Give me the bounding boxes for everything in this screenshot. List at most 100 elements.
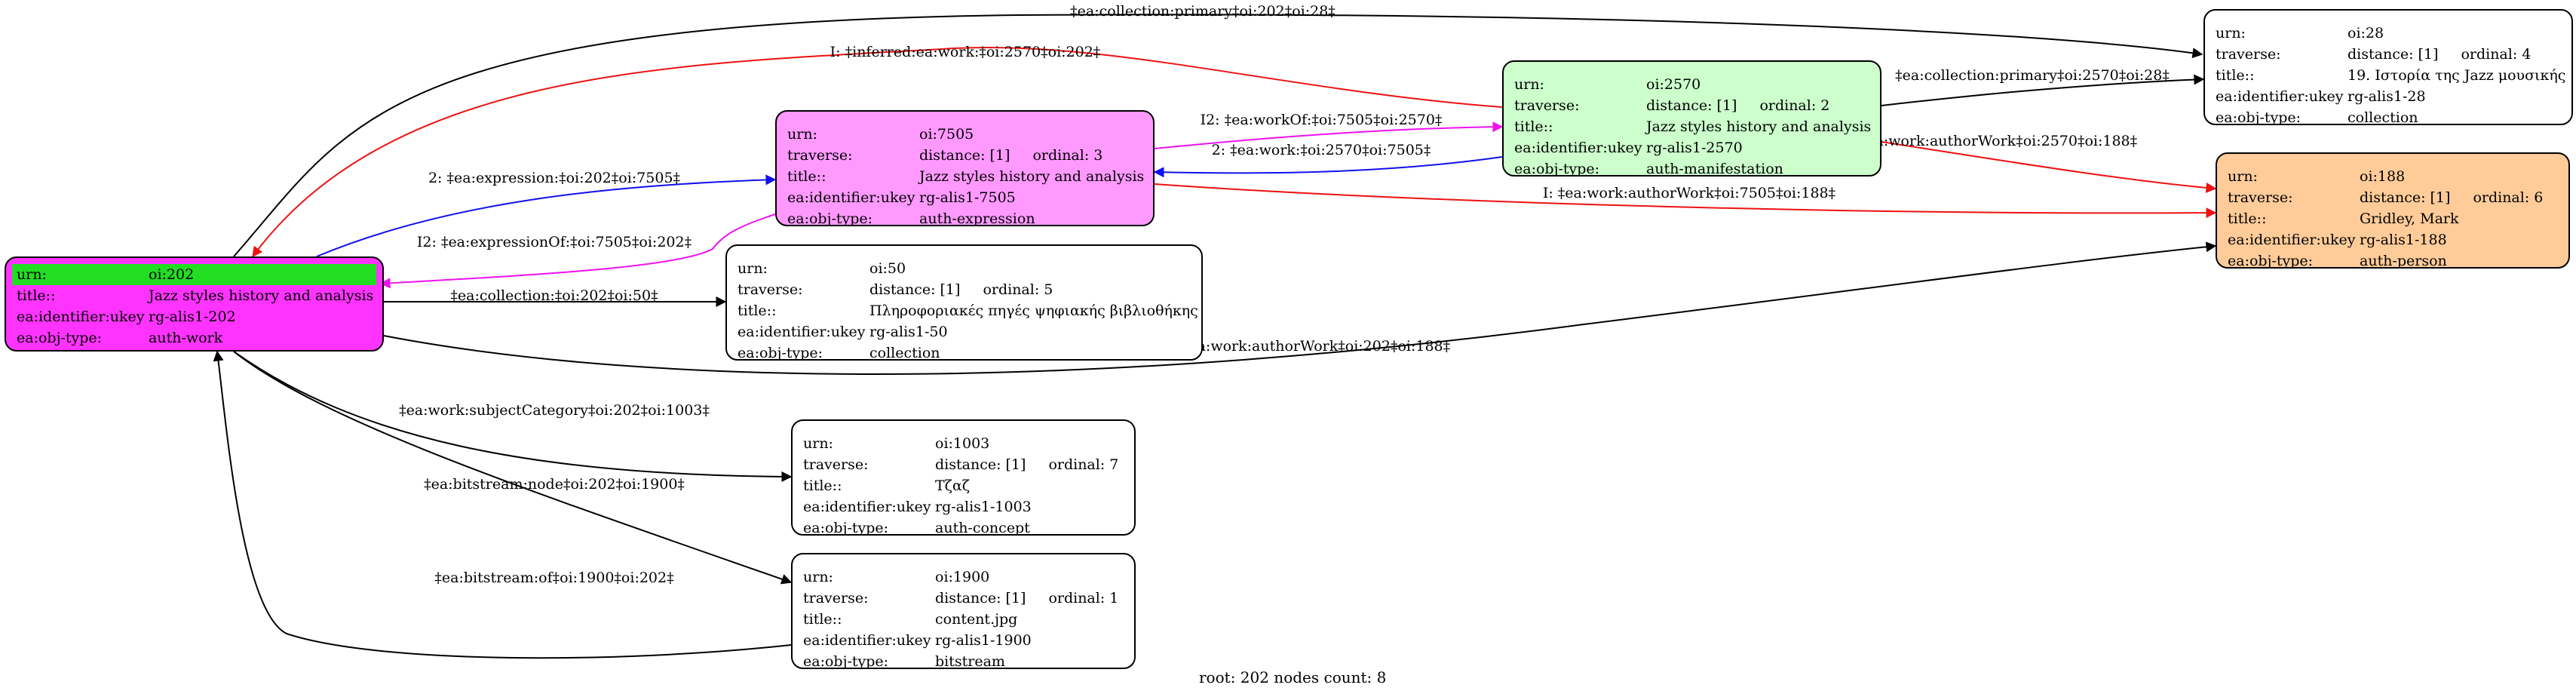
edge-label: ‡ea:collection:‡oi:202‡oi:50‡ [450, 287, 658, 304]
edge-label: ‡ea:collection:primary‡oi:202‡oi:28‡ [1070, 3, 1336, 20]
field-key: urn: [738, 260, 768, 277]
field-key: ea:obj-type: [2216, 109, 2302, 125]
field-ordinal: ordinal: 5 [983, 281, 1053, 298]
node-row: urn:oi:50 [738, 258, 1194, 279]
node-row: traverse:distance: [1]ordinal: 4 [2216, 44, 2564, 65]
field-value: Πληροφοριακές πηγές ψηφιακής βιβλιοθήκης [869, 302, 1198, 319]
field-ordinal: ordinal: 1 [1048, 590, 1119, 606]
field-value: auth-person [2360, 253, 2447, 269]
field-ordinal: ordinal: 4 [2461, 46, 2532, 63]
field-value: distance: [1] [935, 590, 1026, 606]
field-key: ea:identifier:ukey [2216, 88, 2344, 105]
field-value: distance: [1] [869, 281, 961, 298]
field-key: urn: [803, 435, 833, 452]
node-row: traverse:distance: [1]ordinal: 7 [803, 454, 1127, 475]
node-row: title::Jazz styles history and analysis [787, 166, 1145, 187]
field-value: rg-alis1-2570 [1646, 140, 1743, 156]
field-value: auth-expression [919, 210, 1035, 226]
edge-label: I2: ‡ea:expressionOf:‡oi:7505‡oi:202‡ [417, 234, 692, 250]
field-value: rg-alis1-1003 [935, 499, 1032, 515]
field-key: title:: [2216, 67, 2255, 84]
field-key: traverse: [738, 281, 803, 298]
field-value: content.jpg [935, 611, 1018, 628]
field-value: Jazz styles history and analysis [919, 168, 1145, 185]
field-key: ea:identifier:ukey [17, 309, 145, 325]
edge-e1 [233, 14, 2203, 257]
node-row: urn:oi:28 [2216, 23, 2564, 44]
field-value: auth-work [149, 330, 223, 346]
node-1900[interactable]: urn:oi:1900 traverse: distance: [1] ordinal… [791, 553, 1136, 669]
node-50[interactable]: urn:oi:50 traverse: distance: [1] ordinal: … [725, 244, 1203, 361]
node-row: urn:oi:1900 [803, 567, 1127, 588]
field-key: ea:obj-type: [803, 520, 889, 536]
edge-e7 [233, 351, 793, 482]
node-row: traverse: distance: [1] ordinal: 1 [803, 588, 1127, 609]
node-row: urn:oi:7505 [787, 124, 1145, 145]
field-ordinal: ordinal: 2 [1759, 97, 1830, 114]
field-value: Τζαζ [935, 477, 971, 494]
field-key: urn: [803, 569, 833, 585]
edge-e4 [379, 213, 776, 289]
field-key: traverse: [803, 456, 869, 473]
node-row: title::Jazz styles history and analysis [1514, 116, 1872, 137]
field-value: oi:1003 [935, 435, 990, 452]
edge-label: ‡ea:collection:primary‡oi:2570‡oi:28‡ [1895, 67, 2170, 84]
field-value: auth-manifestation [1646, 161, 1783, 177]
field-key: ea:identifier:ukey [2228, 232, 2356, 248]
field-key: title:: [787, 168, 826, 185]
node-row: urn: oi:1003 [803, 433, 1127, 454]
field-key: ea:identifier:ukey [787, 189, 915, 206]
field-key: urn: [17, 266, 47, 283]
edge-e9 [213, 350, 792, 659]
field-key: ea:obj-type: [803, 653, 889, 669]
edge-e12 [1154, 183, 2217, 219]
field-key: ea:obj-type: [787, 210, 873, 226]
node-row: ea:obj-type:auth-work [17, 327, 375, 348]
field-value: rg-alis1-7505 [919, 189, 1016, 206]
field-key: traverse: [803, 590, 869, 606]
node-row: traverse:distance: [1]ordinal: 2 [1514, 95, 1872, 116]
edge-e11 [1153, 156, 1503, 178]
node-row: urn:oi:188 [2228, 166, 2561, 187]
field-key: traverse: [2228, 189, 2293, 206]
field-key: urn: [1514, 76, 1544, 93]
field-value: bitstream [935, 653, 1005, 669]
node-row: urn:oi:202 [12, 264, 376, 285]
field-key: title:: [1514, 118, 1553, 135]
graph-footer: root: 202 nodes count: 8 [1199, 668, 1387, 686]
field-value: rg-alis1-28 [2348, 88, 2426, 105]
field-key: ea:identifier:ukey [803, 499, 931, 515]
field-key: title:: [803, 611, 842, 628]
node-row: title::Τζαζ [803, 475, 1127, 496]
node-1003[interactable]: urn: oi:1003 traverse:distance: [1]ordinal… [791, 419, 1136, 536]
field-key: ea:obj-type: [1514, 161, 1600, 177]
edge-e6 [383, 241, 2217, 375]
field-key: traverse: [787, 147, 853, 164]
field-ordinal: ordinal: 7 [1048, 456, 1119, 473]
edge-label: I: ‡ea:work:authorWork‡oi:2570‡oi:188‡ [1845, 133, 2137, 149]
edge-e14 [1881, 141, 2217, 193]
edge-e3 [316, 174, 777, 257]
field-value: distance: [1] [2360, 189, 2451, 206]
node-row: title::19. Ιστορία της Jazz μουσικής [2216, 65, 2565, 86]
field-value: rg-alis1-1900 [935, 632, 1032, 649]
field-value: Jazz styles history and analysis [1646, 118, 1872, 135]
field-key: title:: [17, 287, 56, 304]
field-value: collection [869, 345, 940, 361]
field-value: oi:28 [2348, 25, 2384, 41]
field-value: distance: [1] [2348, 46, 2439, 63]
field-value: auth-concept [935, 520, 1030, 536]
edge-label: 2: ‡ea:work:‡oi:2570‡oi:7505‡ [1212, 142, 1431, 158]
